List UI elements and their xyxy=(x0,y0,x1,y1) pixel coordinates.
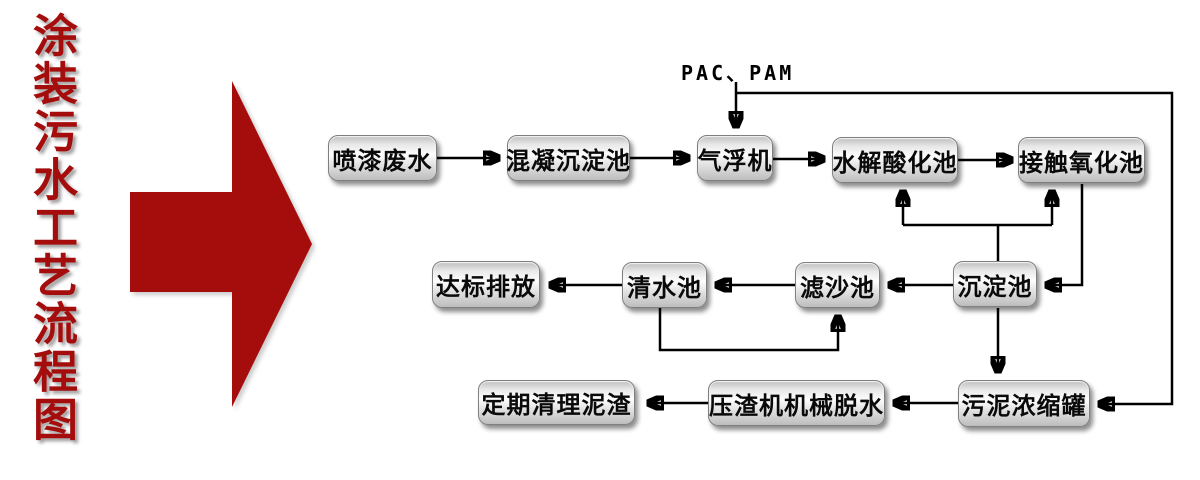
node-periodic-sludge-removal: 定期清理泥渣 xyxy=(478,380,635,425)
node-spray-paint-wastewater: 喷漆废水 xyxy=(328,135,437,181)
diagram-title: 涂装污水工艺流程图 xyxy=(25,12,78,444)
node-sedimentation-tank: 沉淀池 xyxy=(953,261,1037,307)
node-clean-water-tank: 清水池 xyxy=(622,262,707,308)
pac-pam-label: PAC、PAM xyxy=(681,61,795,85)
edge-contact-to-sedimentation xyxy=(1047,184,1084,285)
node-standard-discharge: 达标排放 xyxy=(432,261,540,308)
edge-sedimentation-riser xyxy=(903,223,1052,261)
node-sand-filter-tank: 滤沙池 xyxy=(795,262,880,308)
node-contact-oxidation-tank: 接触氧化池 xyxy=(1018,137,1145,183)
node-air-flotation-machine: 气浮机 xyxy=(697,135,773,181)
node-slag-press-mechanical-dewatering: 压渣机机械脱水 xyxy=(708,380,885,426)
node-sludge-thickening-tank: 污泥浓缩罐 xyxy=(958,380,1090,427)
edge-cleanwater-to-sandfilter-loop xyxy=(658,308,838,352)
node-hydrolysis-acidification-tank: 水解酸化池 xyxy=(832,137,958,183)
node-coagulation-sedimentation-tank: 混凝沉淀池 xyxy=(506,135,630,181)
